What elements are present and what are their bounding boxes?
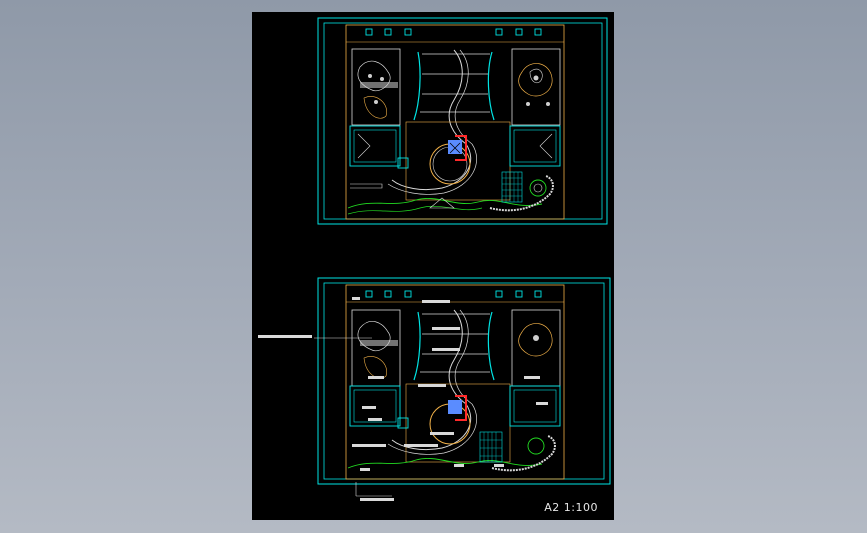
plan-bottom-left-callout-text <box>258 335 312 338</box>
plan-top-left-mid-bed <box>349 125 409 169</box>
plan-bottom-right-mid-bed <box>509 385 561 427</box>
plan-top-feature-block <box>448 140 462 154</box>
plan-bottom-right-bed <box>511 309 561 387</box>
plan-bottom-annotations <box>352 297 548 471</box>
plan-top-round-feature <box>529 179 547 197</box>
plan-top-bottom-landscape <box>347 171 554 215</box>
plan-bottom-site-boundary <box>345 284 565 480</box>
plan-top-plaza <box>405 121 511 201</box>
drawing-sheet: A2 1:100 <box>252 12 614 520</box>
plan-bottom-leader-lines <box>314 337 392 497</box>
plan-top-site-boundary <box>345 24 565 220</box>
plan-top-column-markers <box>365 28 542 36</box>
plan-top-right-bed <box>511 48 561 126</box>
plan-bottom-left-bed <box>351 309 401 387</box>
plan-top-water-grid <box>501 171 523 203</box>
plan-top <box>317 17 608 225</box>
cad-drawing-canvas <box>258 17 611 501</box>
plan-top-left-bed <box>351 48 401 126</box>
plan-bottom <box>258 277 611 501</box>
plan-top-outer-frame <box>317 17 608 225</box>
plan-bottom-column-markers <box>365 290 542 298</box>
plan-bottom-outer-frame <box>317 277 611 485</box>
plan-bottom-landscape <box>347 431 556 472</box>
plan-top-right-mid-bed <box>509 125 561 167</box>
plan-bottom-plaza <box>405 383 511 463</box>
plan-bottom-left-mid-bed <box>349 385 409 429</box>
plan-bottom-bottom-callout-text <box>360 498 394 501</box>
sheet-scale-label: A2 1:100 <box>544 501 598 514</box>
plan-bottom-inner-frame <box>323 282 605 480</box>
